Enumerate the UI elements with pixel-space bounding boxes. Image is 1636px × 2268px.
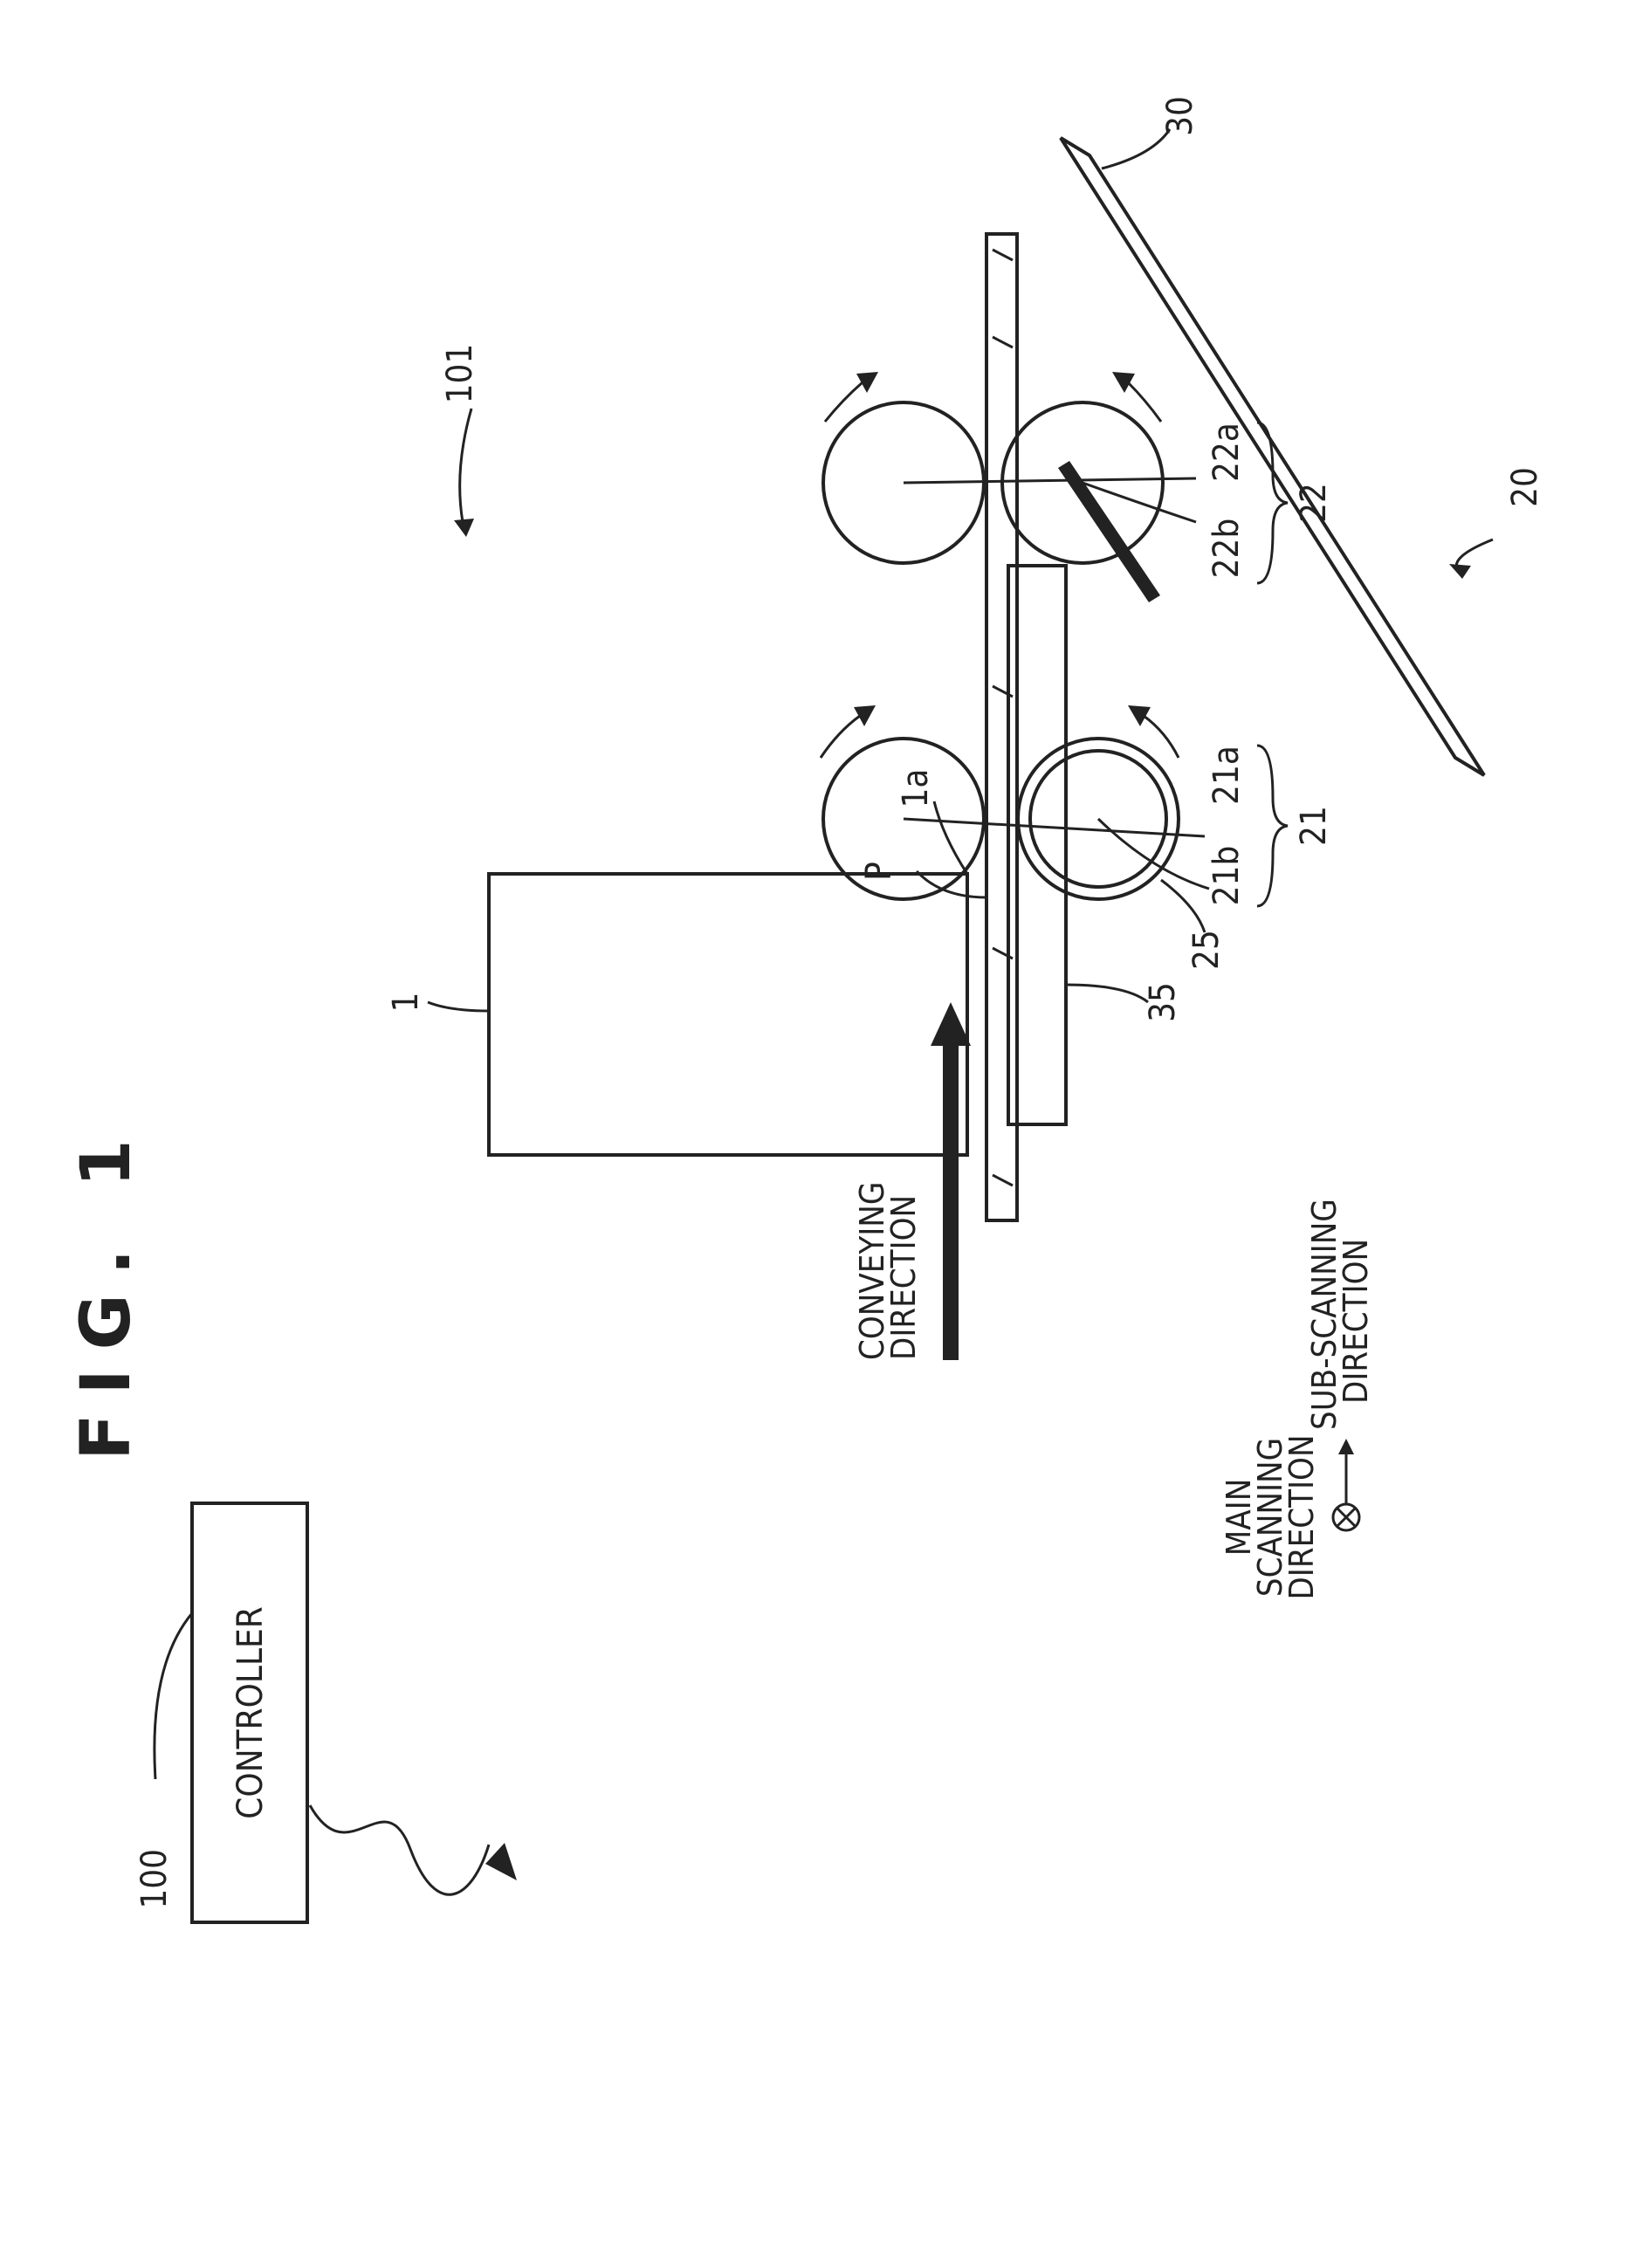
unit-20-arrowhead bbox=[1449, 564, 1471, 579]
conveying-direction-line2: DIRECTION bbox=[884, 1195, 923, 1360]
sheet-p-label: P bbox=[859, 862, 899, 881]
figure-title: FIG. 1 bbox=[67, 1120, 146, 1460]
roller-22a-leader bbox=[904, 478, 1196, 483]
conveying-arrow-shaft bbox=[943, 1037, 959, 1360]
tray-30-label: 30 bbox=[1160, 96, 1200, 136]
roller-21a-leader bbox=[904, 819, 1205, 836]
into-page-symbol bbox=[1333, 1504, 1359, 1530]
controller-signal-wave bbox=[310, 1805, 489, 1894]
sheet-p-hatch bbox=[993, 250, 1013, 260]
sheet-p bbox=[986, 234, 1017, 1220]
rotation-arrow-21a bbox=[821, 716, 860, 758]
print-head-1-leader bbox=[428, 1002, 489, 1011]
roller-22a-label: 22a bbox=[1206, 423, 1247, 482]
sub-scanning-arrowhead bbox=[1338, 1439, 1354, 1454]
head-face-1a-label: 1a bbox=[896, 769, 936, 808]
roller-21b-label: 21b bbox=[1206, 846, 1247, 906]
rotation-arrow-22b-head bbox=[1112, 372, 1135, 393]
roller-21a-label: 21a bbox=[1206, 746, 1247, 805]
rotation-arrow-21a-head bbox=[854, 705, 876, 726]
controller-text: CONTROLLER bbox=[230, 1606, 271, 1818]
controller-ref-leader bbox=[155, 1613, 192, 1779]
roller-22b-label: 22b bbox=[1206, 519, 1247, 579]
sheet-p-hatch bbox=[993, 337, 1013, 347]
rotation-arrow-22b bbox=[1128, 382, 1161, 422]
sleeve-25-leader bbox=[1161, 880, 1205, 932]
controller-ref-label: 100 bbox=[134, 1849, 175, 1909]
system-101-arrowhead bbox=[454, 519, 474, 537]
pair-21-brace bbox=[1257, 746, 1288, 906]
print-head-1-label: 1 bbox=[386, 993, 426, 1013]
main-scanning-line3: DIRECTION bbox=[1282, 1434, 1321, 1599]
pair-21-label: 21 bbox=[1294, 806, 1334, 846]
head-face-1a-leader bbox=[934, 801, 967, 874]
rotation-arrow-21b bbox=[1144, 716, 1179, 758]
platen-35-label: 35 bbox=[1143, 982, 1183, 1022]
print-head-1 bbox=[489, 874, 967, 1155]
sub-scanning-line2: DIRECTION bbox=[1337, 1239, 1375, 1404]
pair-22-brace bbox=[1257, 423, 1288, 583]
sleeve-25-label: 25 bbox=[1186, 930, 1227, 970]
platen-35-leader bbox=[1066, 985, 1148, 1002]
diagram-rotated-group: FIG. 1 CONTROLLER 100 P 1 1a 35 bbox=[67, 96, 1545, 1922]
controller-signal-arrowhead bbox=[485, 1843, 517, 1880]
rotation-arrow-22a-head bbox=[856, 372, 878, 393]
system-101-label: 101 bbox=[440, 344, 480, 404]
sheet-p-hatch bbox=[993, 1175, 1013, 1186]
rotation-arrow-21b-head bbox=[1128, 705, 1151, 726]
unit-20-label: 20 bbox=[1505, 467, 1545, 507]
system-101-leader bbox=[460, 409, 471, 522]
conveying-arrow-head bbox=[931, 1002, 971, 1046]
